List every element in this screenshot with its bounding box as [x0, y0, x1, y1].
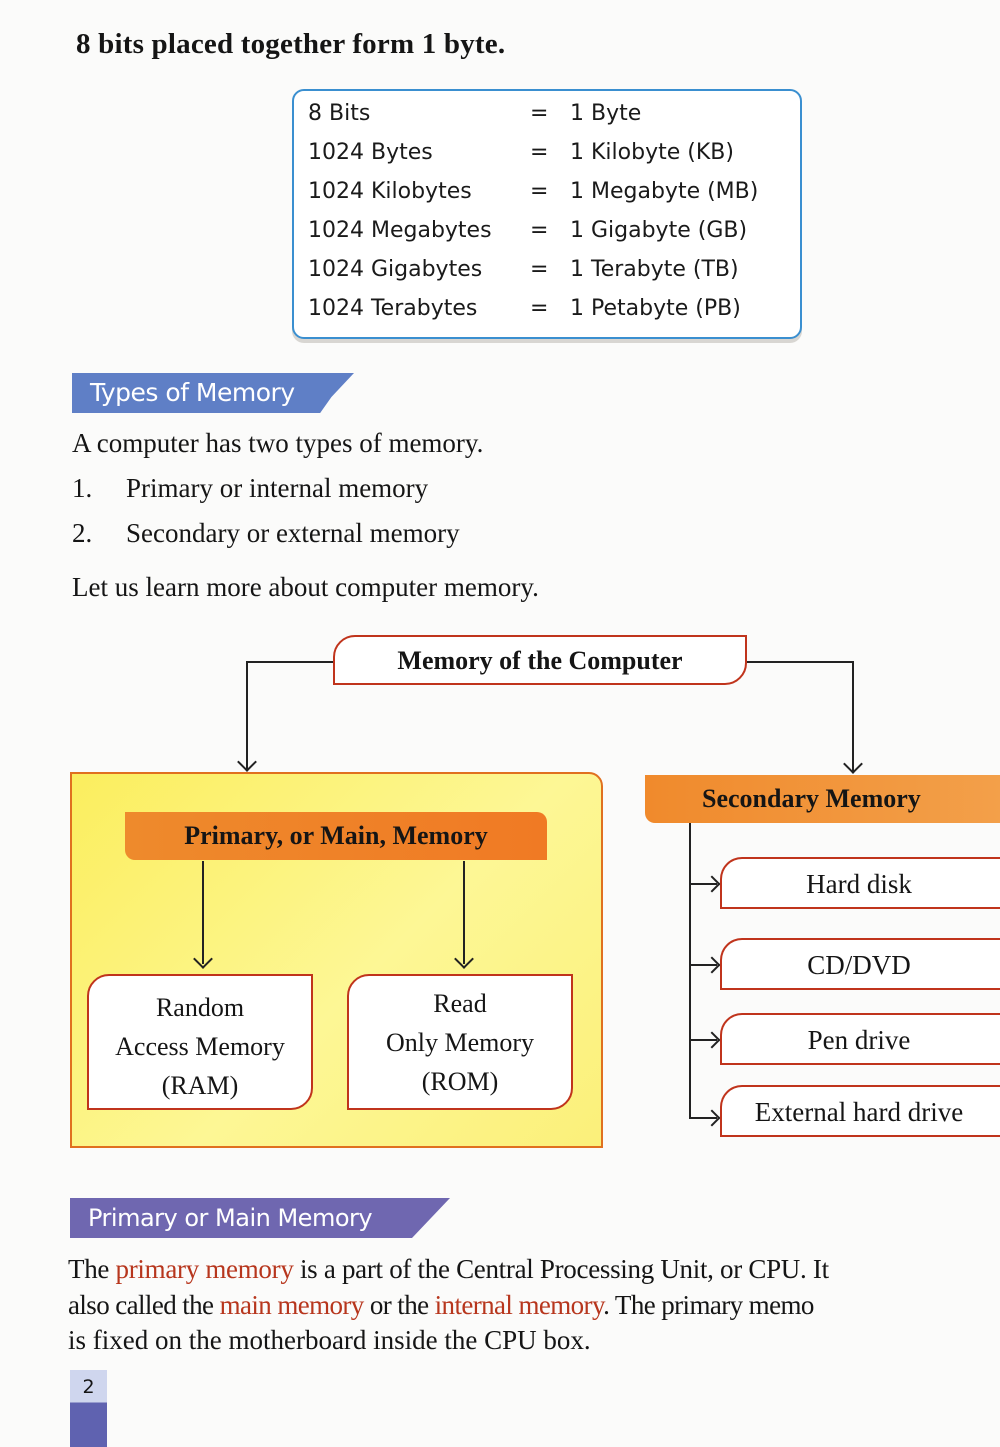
page-number: 2: [70, 1370, 107, 1447]
table-row: 1024 Megabytes = 1 Gigabyte (GB): [308, 218, 788, 257]
unit-rhs: 1 Kilobyte (KB): [570, 140, 734, 165]
secondary-memory-header: Secondary Memory: [645, 775, 1000, 823]
primary-paragraph-line: is fixed on the motherboard inside the C…: [68, 1325, 591, 1355]
unit-rhs: 1 Petabyte (PB): [570, 296, 741, 321]
arrow-right-icon: [703, 1109, 721, 1127]
table-row: 1024 Terabytes = 1 Petabyte (PB): [308, 296, 788, 335]
unit-rhs: 1 Megabyte (MB): [570, 179, 759, 204]
list-text: Secondary or external memory: [126, 518, 460, 548]
types-closing: Let us learn more about computer memory.: [72, 572, 539, 602]
unit-rhs: 1 Gigabyte (GB): [570, 218, 748, 243]
connector-line: [852, 661, 854, 771]
list-item: 2. Secondary or external memory: [72, 518, 672, 552]
primary-paragraph-line: also called the main memory or the inter…: [68, 1290, 814, 1321]
secondary-item-hard-disk: Hard disk: [720, 857, 1000, 909]
unit-lhs: 1024 Megabytes: [308, 218, 492, 243]
unit-lhs: 1024 Terabytes: [308, 296, 478, 321]
intro-sentence: 8 bits placed together form 1 byte.: [76, 28, 506, 60]
conversion-table: 8 Bits = 1 Byte 1024 Bytes = 1 Kilobyte (KB)…: [292, 89, 802, 339]
highlight-term: internal memory: [434, 1290, 604, 1320]
connector-line: [246, 661, 334, 663]
connector-line: [689, 883, 717, 885]
unit-rhs: 1 Byte: [570, 101, 642, 126]
connector-line: [463, 861, 465, 964]
text-run: The: [68, 1254, 116, 1284]
connector-line: [689, 1117, 717, 1119]
table-row: 8 Bits = 1 Byte: [308, 101, 788, 140]
arrow-right-icon: [703, 956, 721, 974]
highlight-term: primary memory: [115, 1254, 294, 1284]
arrow-down-icon: [237, 752, 257, 772]
ram-line: Random: [155, 993, 245, 1022]
connector-line: [689, 1039, 717, 1041]
unit-lhs: 1024 Bytes: [308, 140, 433, 165]
primary-memory-header: Primary, or Main, Memory: [125, 812, 547, 860]
secondary-item-cd-dvd: CD/DVD: [720, 938, 1000, 990]
arrow-down-icon: [843, 754, 863, 774]
ram-line: (RAM): [161, 1071, 239, 1100]
text-run: . The primary memo: [603, 1290, 814, 1320]
list-number: 2.: [72, 518, 93, 548]
equals-sign: =: [530, 218, 549, 243]
rom-line: (ROM): [421, 1067, 499, 1096]
table-row: 1024 Kilobytes = 1 Megabyte (MB): [308, 179, 788, 218]
secondary-item-external-hard-drive: External hard drive: [720, 1085, 1000, 1137]
connector-line: [689, 823, 691, 1118]
connector-line: [246, 661, 248, 769]
unit-rhs: 1 Terabyte (TB): [570, 257, 739, 282]
connector-line: [689, 964, 717, 966]
section-heading-types-of-memory: Types of Memory: [72, 373, 354, 413]
unit-lhs: 1024 Kilobytes: [308, 179, 472, 204]
arrow-right-icon: [703, 875, 721, 893]
list-item: 1. Primary or internal memory: [72, 473, 672, 507]
diagram-root-box: Memory of the Computer: [333, 635, 747, 685]
unit-lhs: 1024 Gigabytes: [308, 257, 483, 282]
list-text: Primary or internal memory: [126, 473, 429, 503]
secondary-item-pen-drive: Pen drive: [720, 1013, 1000, 1065]
ram-line: Access Memory: [115, 1032, 285, 1061]
equals-sign: =: [530, 101, 549, 126]
rom-line: Read: [433, 989, 487, 1018]
primary-paragraph-line: The primary memory is a part of the Cent…: [68, 1254, 829, 1285]
equals-sign: =: [530, 257, 549, 282]
text-run: or the: [363, 1290, 435, 1320]
arrow-right-icon: [703, 1031, 721, 1049]
connector-line: [747, 661, 853, 663]
unit-lhs: 8 Bits: [308, 101, 371, 126]
ram-box: Random Access Memory (RAM): [87, 974, 313, 1110]
rom-line: Only Memory: [385, 1028, 535, 1057]
equals-sign: =: [530, 296, 549, 321]
connector-line: [202, 861, 204, 964]
table-row: 1024 Bytes = 1 Kilobyte (KB): [308, 140, 788, 179]
section-heading-primary-memory: Primary or Main Memory: [70, 1198, 450, 1238]
text-run: also called the: [68, 1290, 220, 1320]
rom-box: Read Only Memory (ROM): [347, 974, 573, 1110]
text-run: is a part of the Central Processing Unit…: [293, 1254, 829, 1284]
table-row: 1024 Gigabytes = 1 Terabyte (TB): [308, 257, 788, 296]
equals-sign: =: [530, 179, 549, 204]
types-lead: A computer has two types of memory.: [72, 428, 484, 458]
equals-sign: =: [530, 140, 549, 165]
list-number: 1.: [72, 473, 93, 503]
highlight-term: main memory: [219, 1290, 365, 1320]
